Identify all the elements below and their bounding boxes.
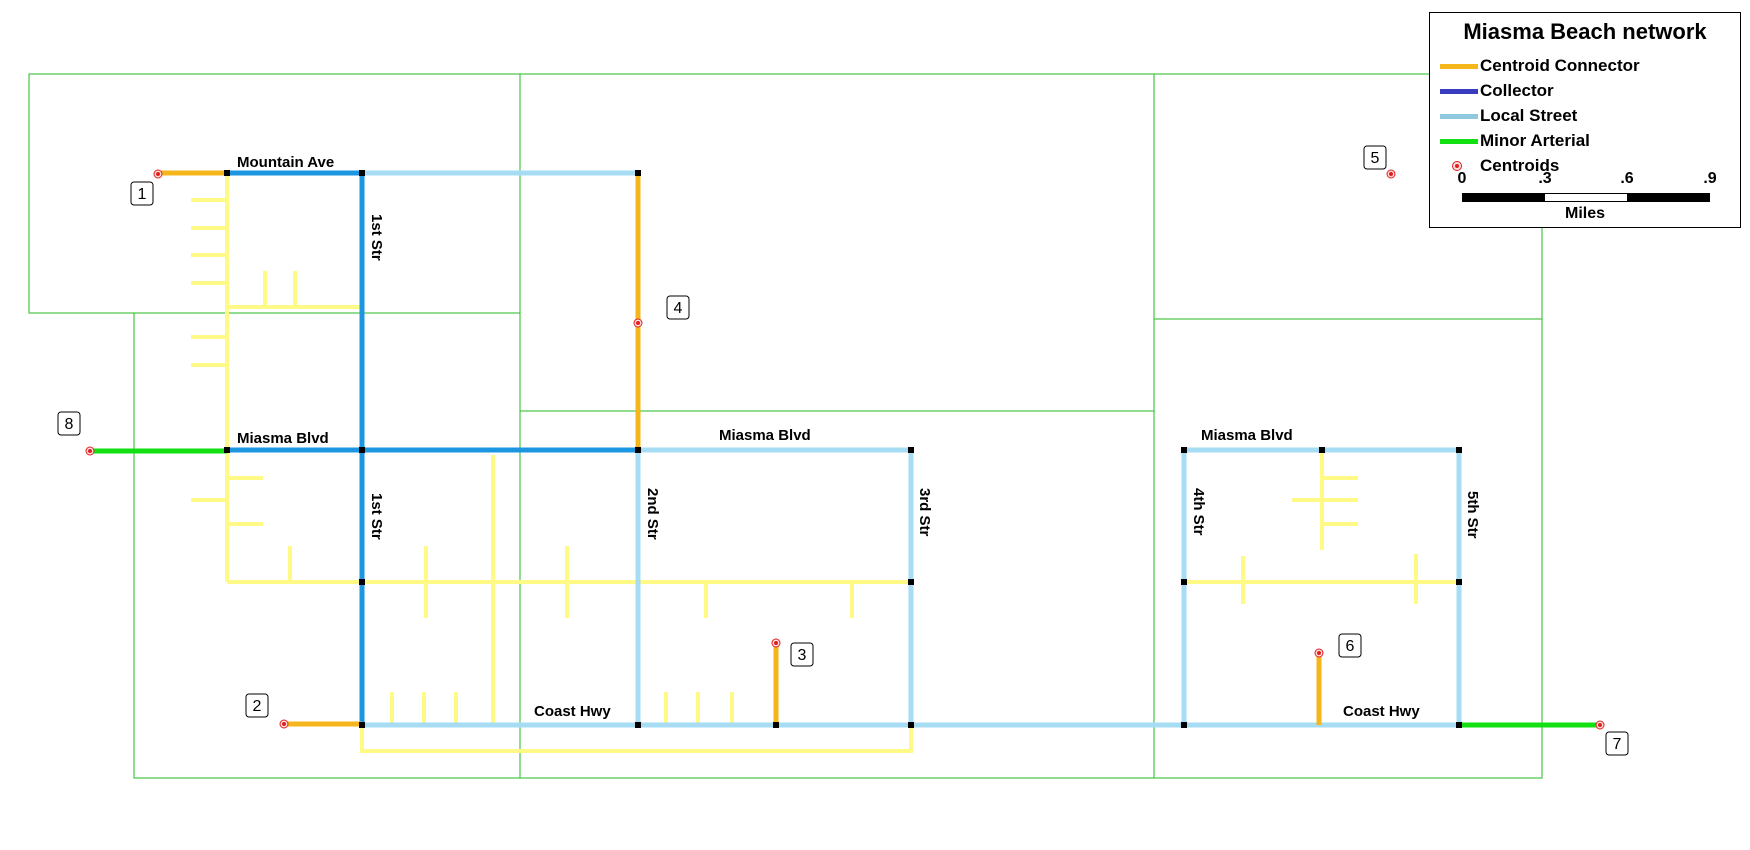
street-label-1st-str-south: 1st Str [368,493,385,540]
scale-tick: .3 [1538,170,1552,187]
legend-item-centroids: Centroids [1438,155,1559,177]
street-label-coast-hwy-center: Coast Hwy [534,703,611,720]
legend-label: Collector [1480,81,1554,100]
centroid-label-2: 2 [245,693,269,718]
scale-bar [1462,193,1710,202]
centroid-label-4: 4 [666,295,690,320]
centroid-point[interactable] [771,638,781,648]
centroid-point[interactable] [633,318,643,328]
scale-segment [1627,194,1709,201]
legend-title: Miasma Beach network [1463,19,1707,44]
street-label-1st-str-north: 1st Str [368,214,385,261]
street-label-3rd-str: 3rd Str [916,488,933,537]
legend-item-centroid-connector: Centroid Connector [1438,55,1640,77]
line-swatch-icon [1440,139,1478,144]
street-label-mountain-ave: Mountain Ave [237,154,334,171]
legend-label: Local Street [1480,106,1578,125]
legend-item-collector: Collector [1438,80,1554,102]
legend-swatch [1438,105,1480,127]
scale-segment [1463,194,1545,201]
legend-swatch [1438,130,1480,152]
scale-tick: 0 [1457,170,1467,187]
centroid-points [85,169,1605,730]
legend-item-local-street: Local Street [1438,105,1577,127]
street-label-5th-str: 5th Str [1464,491,1481,539]
scale-tick: .9 [1703,170,1717,187]
street-label-miasma-blvd-east: Miasma Blvd [1201,427,1293,444]
centroid-number: 7 [1613,736,1622,753]
legend-item-minor-arterial: Minor Arterial [1438,130,1590,152]
centroid-label-7: 7 [1605,731,1629,756]
line-swatch-icon [1440,89,1478,94]
centroid-labels: 1 2 3 4 5 6 7 8 [57,145,1629,756]
legend-label: Centroids [1480,156,1560,175]
centroid-label-3: 3 [790,642,814,667]
network-nodes [224,170,1462,728]
point-swatch-icon [1452,161,1462,171]
street-label-2nd-str: 2nd Str [644,488,661,540]
zone-boundary [133,312,521,779]
minor-arterials [90,448,1600,728]
centroid-connectors [158,170,1322,727]
centroid-point[interactable] [1386,169,1396,179]
zone-boundary [519,73,1155,412]
legend-swatch [1438,155,1480,177]
centroid-number: 1 [138,186,147,203]
line-swatch-icon [1440,114,1478,119]
street-label-miasma-blvd-west: Miasma Blvd [237,430,329,447]
legend: Miasma Beach network Centroid Connector … [1429,12,1741,228]
zone-boundary [28,73,521,314]
centroid-number: 5 [1371,150,1380,167]
zone-boundary [1153,318,1543,779]
centroid-label-5: 5 [1363,145,1387,170]
zone-boundaries [28,73,1543,779]
centroid-number: 4 [674,300,683,317]
centroid-label-8: 8 [57,411,81,436]
street-labels: Mountain Ave 1st Str Miasma Blvd 1st Str… [237,154,1481,720]
street-label-miasma-blvd-center: Miasma Blvd [719,427,811,444]
scale-segment [1545,194,1627,201]
centroid-point[interactable] [1314,648,1324,658]
centroid-label-1: 1 [130,181,154,206]
street-label-coast-hwy-east: Coast Hwy [1343,703,1420,720]
centroid-point[interactable] [1595,720,1605,730]
centroid-point[interactable] [279,719,289,729]
legend-label: Minor Arterial [1480,131,1590,150]
centroid-point[interactable] [85,446,95,456]
legend-swatch [1438,80,1480,102]
legend-swatch [1438,55,1480,77]
scale-units: Miles [1564,205,1605,222]
street-label-4th-str: 4th Str [1190,488,1207,536]
centroid-number: 6 [1346,638,1355,655]
legend-label: Centroid Connector [1480,56,1640,75]
minor-roads [191,173,1459,753]
centroid-number: 3 [798,647,807,664]
centroid-number: 8 [65,416,74,433]
line-swatch-icon [1440,64,1478,69]
scale-tick: .6 [1620,170,1634,187]
centroid-number: 2 [253,698,262,715]
centroid-point[interactable] [153,169,163,179]
collector-streets [227,170,638,725]
centroid-label-6: 6 [1338,633,1362,658]
